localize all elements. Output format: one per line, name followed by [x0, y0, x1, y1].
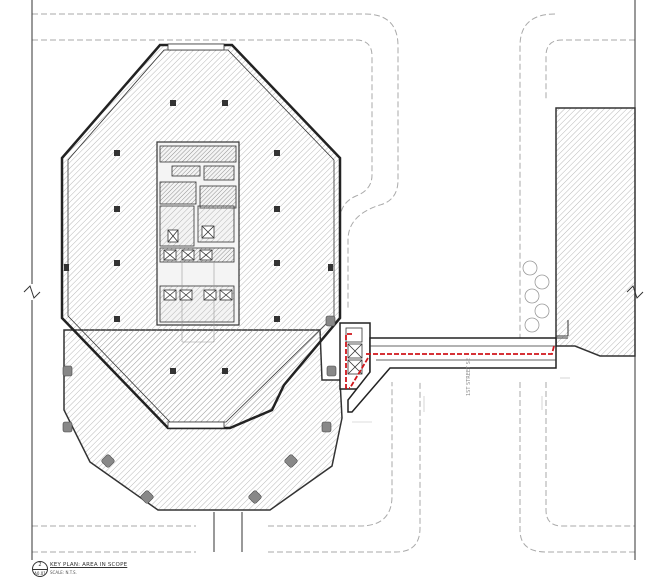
annotation-marks	[352, 377, 570, 423]
curb-lines	[32, 13, 635, 553]
podium-column-symbols	[62, 315, 337, 504]
column-symbol	[64, 100, 333, 374]
drawing-number: 2	[38, 562, 42, 568]
drawing-title: KEY PLAN: AREA IN SCOPE	[50, 562, 128, 568]
scope-route	[345, 333, 555, 389]
elevator-icons	[163, 225, 233, 301]
sheet-number: A0.01	[33, 569, 47, 576]
key-plan-title-block: 2 A0.01 KEY PLAN: AREA IN SCOPE SCALE: N…	[32, 561, 252, 581]
adjacent-building	[555, 107, 636, 357]
entrance-walk	[213, 512, 243, 552]
skybridge-connector	[339, 322, 568, 413]
drawing-scale: SCALE: N.T.S.	[50, 570, 77, 575]
tree-symbol	[522, 260, 550, 333]
street-label: 1ST STREET SE	[466, 358, 472, 396]
drawing-number-badge: 2 A0.01	[32, 561, 48, 577]
